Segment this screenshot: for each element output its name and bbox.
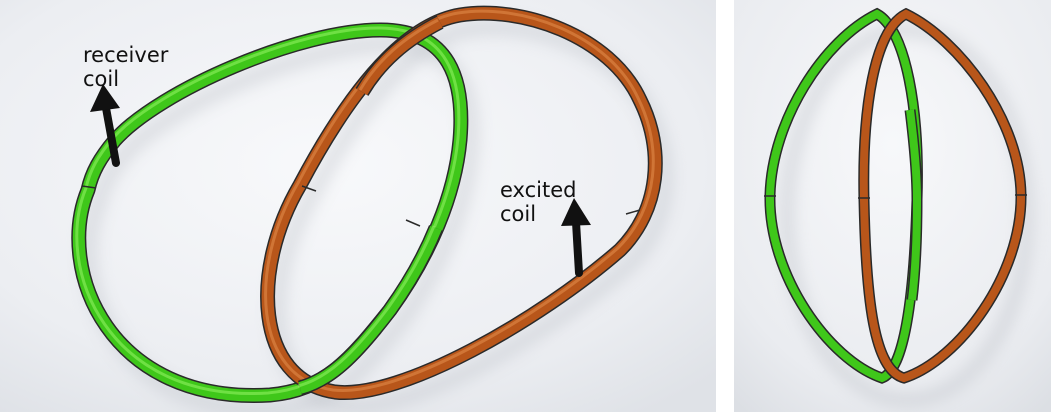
perspective-view-svg bbox=[0, 0, 716, 412]
excited-coil-front-segment bbox=[355, 15, 444, 96]
excited-coil-side bbox=[858, 7, 1027, 384]
receiver-coil-label: receiver coil bbox=[83, 43, 169, 91]
side-view-svg bbox=[734, 0, 1051, 412]
receiver-coil bbox=[71, 22, 469, 403]
perspective-view-panel: receiver coil excited coil bbox=[0, 0, 716, 412]
receiver-arrow bbox=[90, 84, 120, 167]
receiver-coil-front-segment bbox=[297, 225, 443, 396]
excited-coil bbox=[260, 5, 663, 401]
receiver-coil-side-front-segment bbox=[904, 109, 923, 301]
side-view-panel bbox=[734, 0, 1051, 412]
excited-coil-label: excited coil bbox=[500, 178, 577, 226]
excited-arrow bbox=[561, 198, 591, 277]
